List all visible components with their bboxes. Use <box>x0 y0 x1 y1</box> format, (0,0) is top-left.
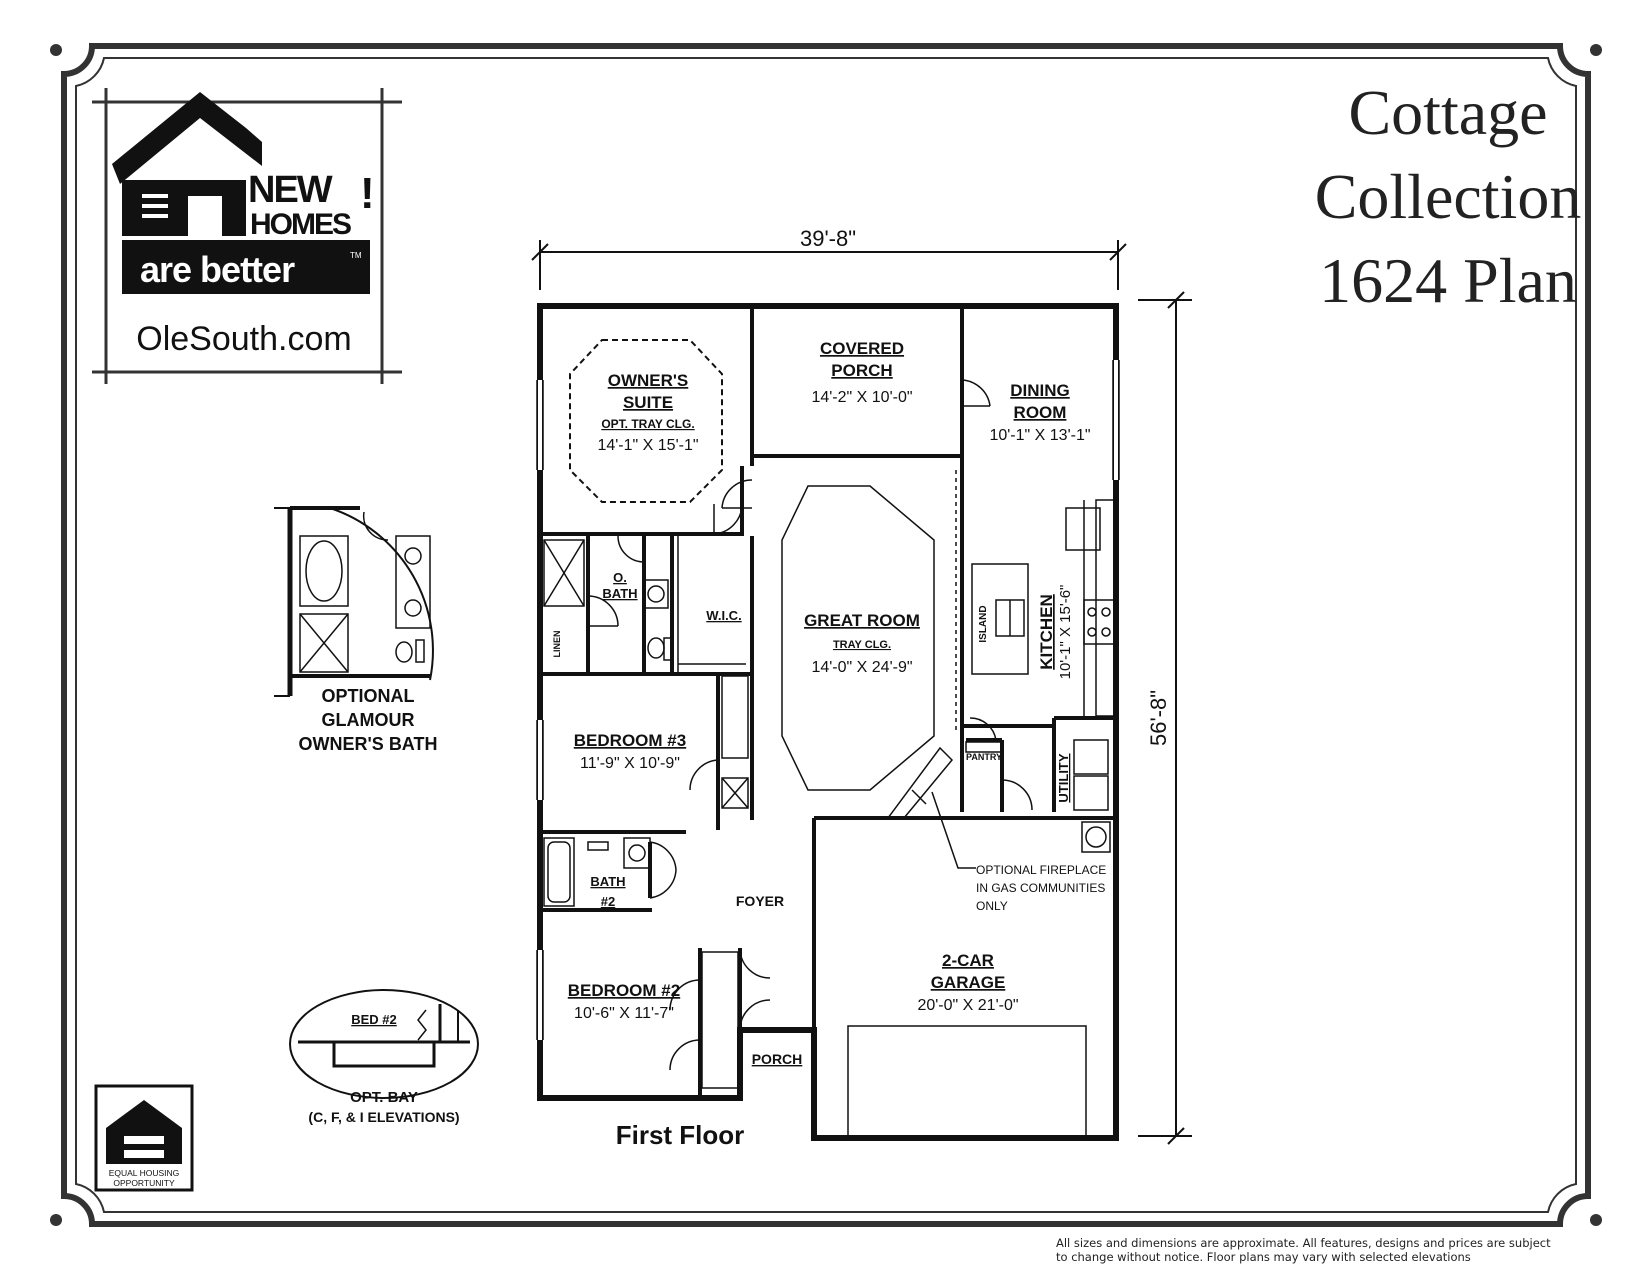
windows <box>536 360 1120 1040</box>
opt-bay-bed-label: BED #2 <box>351 1012 397 1027</box>
toilet-icon <box>647 637 665 659</box>
kitchen-island <box>971 563 1029 675</box>
logo-tagline: are better <box>140 249 295 290</box>
house-icon <box>112 92 262 236</box>
title-line-3: 1624 Plan <box>1319 245 1577 316</box>
dining-room-label-1: DINING <box>1010 381 1070 400</box>
covered-porch-size: 14'-2" X 10'-0" <box>811 389 912 406</box>
logo-new: NEW <box>248 169 333 211</box>
opt-bay-inset <box>289 989 479 1099</box>
utility-label: UTILITY <box>1056 753 1071 802</box>
frame-corner-dots <box>50 44 1602 1226</box>
disclaimer-line-1: All sizes and dimensions are approximate… <box>1056 1236 1551 1250</box>
owners-suite-size: 14'-1" X 15'-1" <box>597 437 698 454</box>
page-frame <box>61 43 1591 1227</box>
garage-door <box>847 1025 1087 1139</box>
owners-suite-note: OPT. TRAY CLG. <box>601 417 694 431</box>
glamour-bath-label-1: OPTIONAL <box>322 686 415 706</box>
fireplace-note-2: IN GAS COMMUNITIES <box>976 881 1105 895</box>
owners-suite-tray-outline <box>569 339 723 503</box>
owners-suite-label-2: SUITE <box>623 393 673 412</box>
fireplace-note-3: ONLY <box>976 899 1008 913</box>
kitchen-label: KITCHEN <box>1037 594 1056 670</box>
water-heater-icon <box>1085 826 1107 848</box>
plan-title: Cottage Collection 1624 Plan <box>1315 77 1582 316</box>
pantry-label: PANTRY <box>966 752 1002 762</box>
sink-icon <box>647 585 665 603</box>
logo-exclaim: ! <box>360 169 375 218</box>
dining-room-label-2: ROOM <box>1014 403 1067 422</box>
garden-tub-icon <box>305 540 343 602</box>
equal-housing-line-1: EQUAL HOUSING <box>109 1168 180 1178</box>
bedroom2-label: BEDROOM #2 <box>568 981 680 1000</box>
glamour-bath-label-2: GLAMOUR <box>322 710 415 730</box>
bedroom3-size: 11'-9" X 10'-9" <box>580 755 680 772</box>
equal-housing-house-icon <box>106 1100 182 1164</box>
shower-stall-icon <box>543 539 585 607</box>
disclaimer: All sizes and dimensions are approximate… <box>1056 1236 1596 1264</box>
great-room-note: TRAY CLG. <box>833 639 891 651</box>
glamour-shower-icon <box>299 613 349 673</box>
hvac-closet-icon <box>721 777 749 809</box>
bedroom3-label: BEDROOM #3 <box>574 731 686 750</box>
equal-housing-line-2: OPPORTUNITY <box>113 1178 175 1188</box>
garage-label-1: 2-CAR <box>942 951 994 970</box>
interior-walls <box>540 306 1116 1138</box>
linen-label: LINEN <box>552 631 562 658</box>
logo-tm: TM <box>350 251 362 260</box>
range-icon <box>1083 599 1115 645</box>
porch-label: PORCH <box>752 1051 803 1067</box>
room-labels: OWNER'S SUITE OPT. TRAY CLG. 14'-1" X 15… <box>552 339 1106 1067</box>
depth-dimension-label: 56'-8" <box>1146 690 1171 746</box>
title-line-2: Collection <box>1315 161 1582 232</box>
fireplace-icon <box>887 746 954 819</box>
covered-porch-label-2: PORCH <box>831 361 892 380</box>
opt-bay-label: OPT. BAY <box>350 1089 418 1106</box>
fixtures <box>543 499 1117 1139</box>
owners-suite-label-1: OWNER'S <box>608 371 689 390</box>
sink-icon-2 <box>628 844 646 862</box>
garage-size: 20'-0" X 21'-0" <box>917 997 1018 1014</box>
o-bath-label-1: O. <box>613 570 627 585</box>
great-room-tray-outline <box>781 485 935 791</box>
floor-label: First Floor <box>616 1120 745 1150</box>
logo-homes: HOMES <box>250 208 351 241</box>
bathtub-icon <box>543 837 575 907</box>
logo-website: OleSouth.com <box>136 320 351 358</box>
disclaimer-line-2: to change without notice. Floor plans ma… <box>1056 1250 1471 1264</box>
width-dimension <box>531 240 1127 290</box>
kitchen-size: 10'-1" X 15'-6" <box>1057 585 1074 680</box>
glamour-bath-inset <box>274 506 434 697</box>
great-room-size: 14'-0" X 24'-9" <box>811 659 912 676</box>
fireplace-note-1: OPTIONAL FIREPLACE <box>976 863 1106 877</box>
door-swings <box>587 379 1033 1071</box>
dining-room-size: 10'-1" X 13'-1" <box>989 427 1090 444</box>
equal-housing-logo: EQUAL HOUSING OPPORTUNITY <box>94 1084 194 1192</box>
new-homes-logo: NEW HOMES ! are better TM OleSouth.com <box>92 88 402 384</box>
covered-porch-label-1: COVERED <box>820 339 904 358</box>
title-line-1: Cottage <box>1348 77 1547 148</box>
width-dimension-label: 39'-8" <box>800 226 856 251</box>
depth-dimension <box>1138 291 1192 1145</box>
great-room-label: GREAT ROOM <box>804 611 920 630</box>
opt-bay-elevations: (C, F, & I ELEVATIONS) <box>308 1109 459 1125</box>
wic-label: W.I.C. <box>706 608 741 623</box>
foyer-label: FOYER <box>736 893 784 909</box>
o-bath-label-2: BATH <box>602 586 637 601</box>
island-label: ISLAND <box>978 605 989 642</box>
bath2-label-1: BATH <box>590 874 625 889</box>
garage-label-2: GARAGE <box>931 973 1006 992</box>
bedroom2-size: 10'-6" X 11'-7" <box>574 1005 674 1022</box>
bath2-label-2: #2 <box>601 894 615 909</box>
glamour-bath-label-3: OWNER'S BATH <box>299 734 438 754</box>
